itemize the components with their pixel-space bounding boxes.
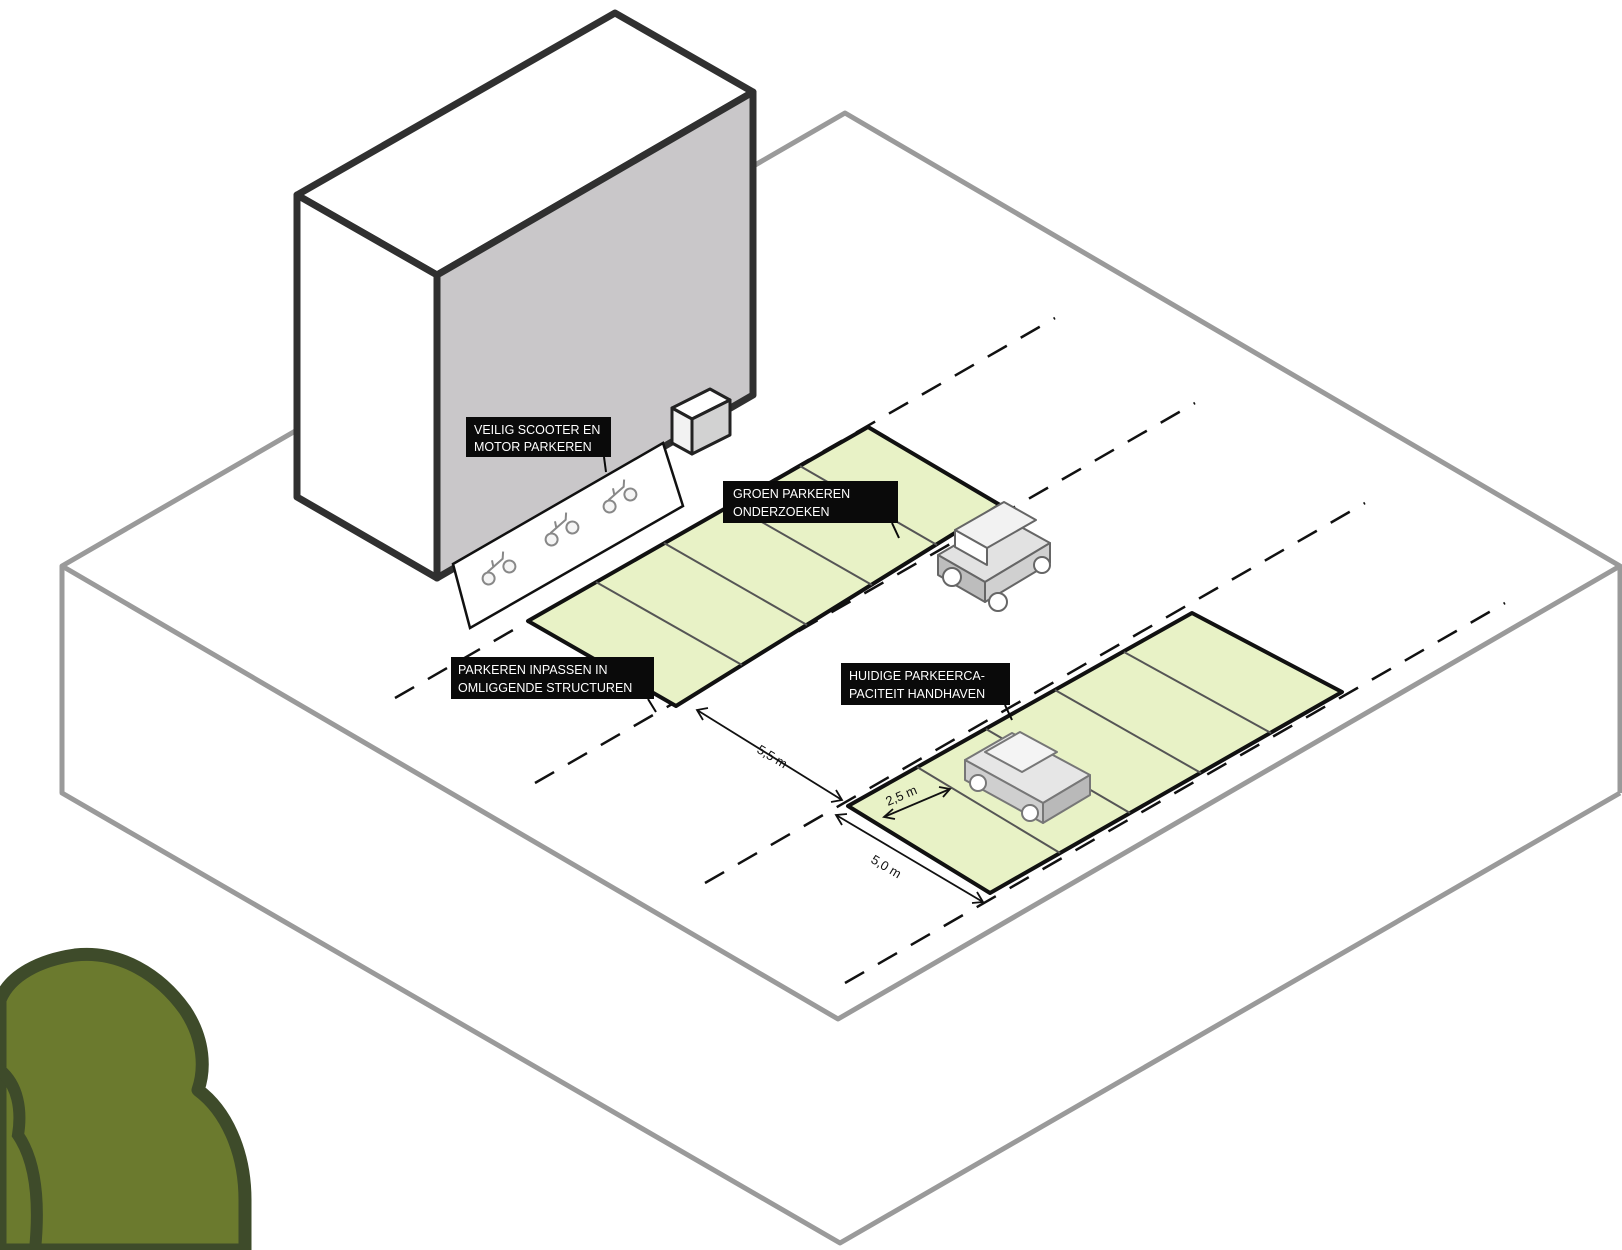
- scooter-parking-strip: [451, 441, 685, 630]
- scooter-icon-3: [602, 479, 638, 514]
- tree-canopy-lower-lobe: [0, 1064, 43, 1250]
- callout-scooter-line-1: VEILIG SCOOTER EN: [474, 423, 600, 437]
- scooter-icon-1: [481, 551, 517, 586]
- bay-divider: [1054, 689, 1202, 774]
- callout-inpassen-line-1: PARKEREN INPASSEN IN: [458, 663, 608, 677]
- scooter-icon-2: [544, 512, 580, 547]
- car-cabin-window: [954, 529, 988, 566]
- car-icon-top: [937, 501, 1051, 612]
- callout-scooter-line-2: MOTOR PARKEREN: [474, 440, 592, 454]
- callout-inpassen: PARKEREN INPASSEN IN OMLIGGENDE STRUCTUR…: [451, 657, 657, 713]
- callout-huidige: HUIDIGE PARKEERCA- PACITEIT HANDHAVEN: [841, 663, 1013, 721]
- dimension-arrow-bay-width-start: [882, 808, 896, 820]
- callout-groen-line-2: ONDERZOEKEN: [733, 505, 830, 519]
- ground-front-edges: [59, 566, 1622, 1246]
- car-wheel: [969, 774, 987, 792]
- bay-divider: [663, 542, 808, 626]
- callout-huidige-leader: [1004, 704, 1013, 721]
- dimension-arrow-bay-depth-end: [971, 891, 985, 904]
- callout-huidige-box: [841, 663, 1010, 705]
- callout-huidige-line-1: HUIDIGE PARKEERCA-: [849, 669, 985, 683]
- car-body-right: [1042, 774, 1091, 824]
- dimension-arrow-bay-width-end: [938, 786, 952, 798]
- callout-groen-leader: [891, 522, 900, 539]
- scooter-parking: [451, 441, 685, 630]
- callout-groen-box: [723, 481, 898, 523]
- callout-groen: GROEN PARKEREN ONDERZOEKEN: [723, 481, 900, 539]
- callout-inpassen-box: [451, 657, 654, 699]
- dashed-line-2: [534, 401, 1196, 785]
- dimension-arrow-bay-depth-start: [834, 813, 848, 826]
- callout-inpassen-leader: [647, 698, 657, 713]
- tree-canopy: [0, 947, 252, 1250]
- utility-box: [670, 387, 732, 456]
- callout-scooter: VEILIG SCOOTER EN MOTOR PARKEREN: [466, 417, 611, 473]
- tree-icon: [0, 947, 252, 1250]
- scooter-icons: [481, 479, 638, 586]
- building-front: [293, 191, 441, 582]
- car-wheel: [1033, 556, 1051, 574]
- car-wheel: [942, 567, 962, 587]
- dashed-line-3: [704, 501, 1366, 885]
- car-wheel: [988, 592, 1008, 612]
- callout-scooter-box: [466, 417, 611, 457]
- dimension-line-road: [696, 709, 843, 801]
- bay-divider: [595, 581, 743, 666]
- callout-groen-line-1: GROEN PARKEREN: [733, 487, 850, 501]
- parking-area-huidige-fill: [846, 611, 1344, 895]
- bay-divider: [916, 766, 1061, 854]
- dimension-arrow-road-end: [830, 789, 844, 803]
- callout-scooter-leader: [603, 456, 607, 473]
- car-icon-bottom: [964, 731, 1091, 824]
- bay-divider: [1123, 651, 1272, 734]
- utility-box-side: [690, 398, 732, 456]
- callout-inpassen-line-2: OMLIGGENDE STRUCTUREN: [458, 681, 632, 695]
- dimension-line-bay-depth: [835, 814, 984, 903]
- dimension-arrow-road-start: [695, 707, 709, 721]
- dashed-line-4: [844, 601, 1506, 985]
- dimension-line-bay-width: [883, 788, 951, 818]
- callout-huidige-line-2: PACITEIT HANDHAVEN: [849, 687, 985, 701]
- car-cabin: [984, 731, 1058, 773]
- dimension-lines: [695, 707, 985, 904]
- car-wheel: [1021, 804, 1039, 822]
